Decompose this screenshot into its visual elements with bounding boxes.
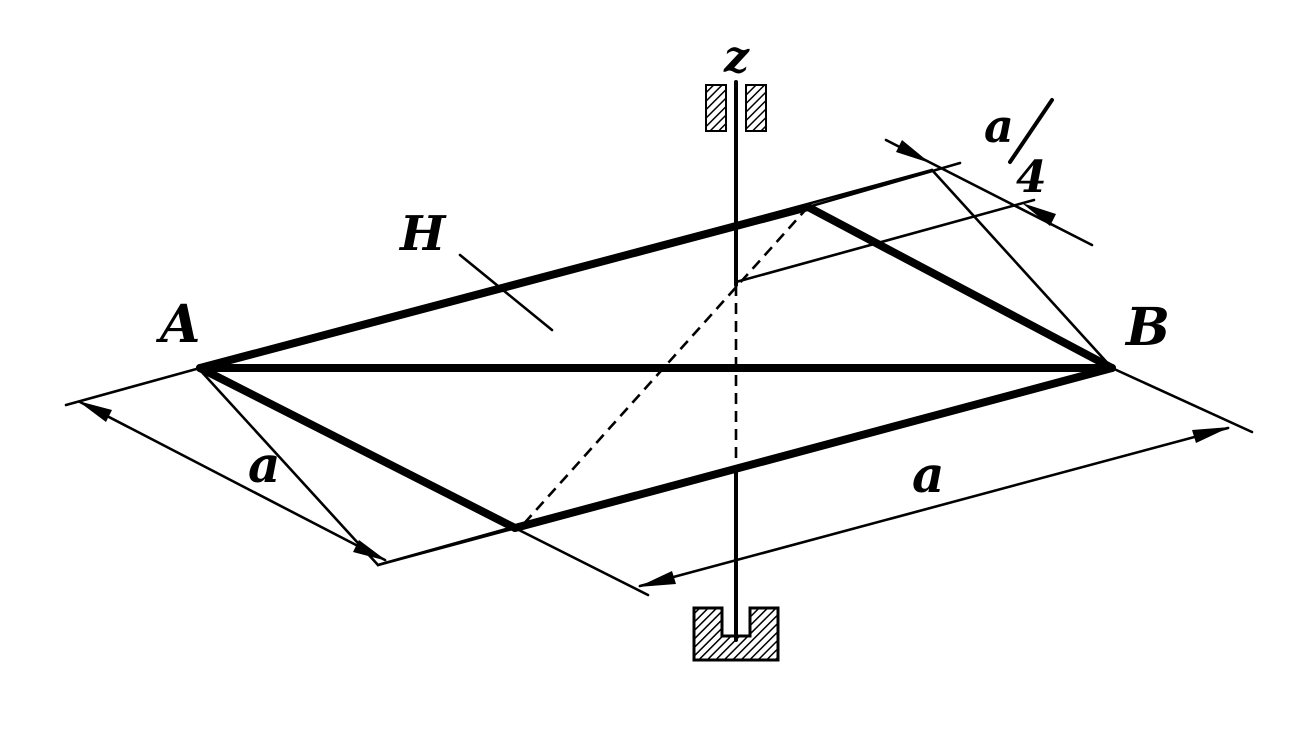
label-point-b: B — [1124, 297, 1170, 358]
label-offset-denominator: 4 — [1016, 152, 1047, 203]
plane-right-edge — [930, 168, 1114, 370]
dim-line-left — [78, 400, 387, 562]
arrowhead-right-bottom — [638, 571, 676, 587]
top-bearing-left — [705, 84, 727, 132]
label-plane-h: H — [398, 206, 447, 262]
bottom-bearing — [692, 606, 780, 662]
label-axis-z: z — [723, 32, 750, 83]
label-side-left: a — [248, 435, 280, 494]
hidden-lines — [519, 206, 809, 529]
axis-z: z — [692, 32, 780, 662]
dimension-left: a — [64, 366, 512, 567]
top-bearing-right — [745, 84, 767, 132]
label-side-right: a — [912, 445, 944, 504]
arrowhead-offset-bottom — [1022, 203, 1056, 226]
label-point-a: A — [155, 294, 200, 355]
dimension-right: a — [513, 366, 1254, 597]
arrowhead-right-top — [1192, 427, 1230, 443]
ext-left-b — [376, 526, 512, 567]
frame-back-edge — [196, 203, 1116, 372]
fraction-slash — [1008, 98, 1054, 164]
ext-offset-b — [734, 198, 1036, 284]
ext-right-a — [1110, 366, 1254, 434]
leader-plane-h — [458, 253, 554, 332]
rigid-frame — [196, 203, 1116, 532]
arrowhead-left-bottom — [353, 540, 387, 561]
ext-right-b — [513, 526, 650, 597]
arrowhead-left-top — [78, 401, 112, 422]
dim-line-right — [638, 426, 1230, 588]
plane-left-edge — [198, 368, 380, 567]
ext-offset-a — [806, 161, 962, 209]
label-offset-numerator: a — [984, 99, 1014, 153]
ext-left-a — [64, 366, 202, 407]
arrowhead-offset-top — [896, 140, 930, 163]
frame-front-edge — [196, 364, 1116, 532]
dimension-offset: a 4 — [734, 98, 1094, 284]
